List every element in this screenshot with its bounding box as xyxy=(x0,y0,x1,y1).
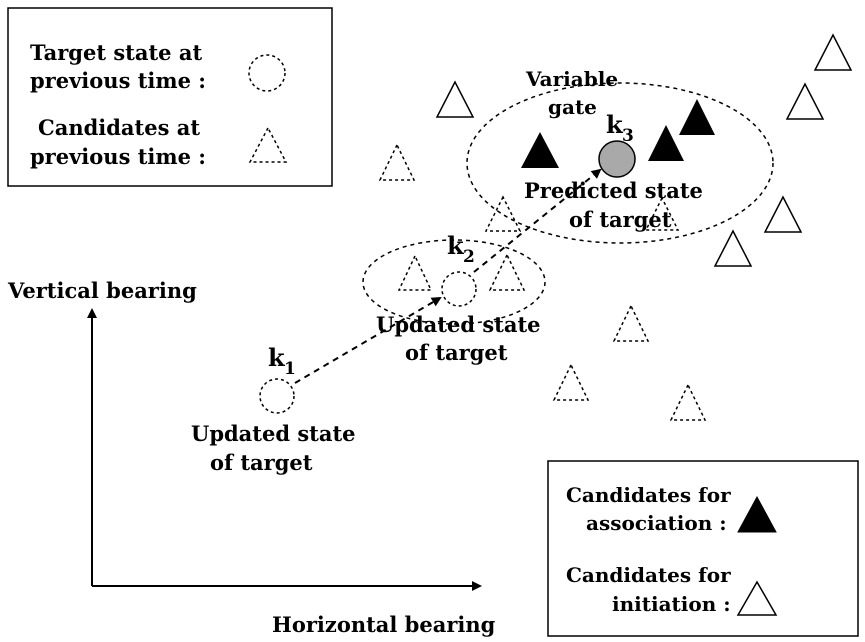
state-k3-predicted-circle xyxy=(598,140,636,178)
state-k2-k-letter: k xyxy=(447,231,465,260)
state-k2-label-line1: Updated state xyxy=(376,312,541,337)
legend-candidates-label-line2: previous time : xyxy=(30,144,206,169)
previous-candidate-triangle xyxy=(669,383,707,421)
state-k2: k 2 Updated state of target xyxy=(376,231,541,365)
association-candidate-triangle xyxy=(679,99,715,135)
state-k1: k 1 Updated state of target xyxy=(191,343,356,475)
state-k2-circle xyxy=(441,271,477,307)
variable-gate-label-line1: Variable xyxy=(525,67,618,91)
association-candidate-triangle xyxy=(648,125,684,161)
previous-candidates xyxy=(378,143,707,421)
previous-candidate-triangle xyxy=(397,254,433,291)
state-k3-label-line1: Predicted state xyxy=(524,178,703,203)
initiation-candidate-triangle xyxy=(713,229,753,267)
state-k2-subscript: 2 xyxy=(463,247,475,267)
state-k1-circle xyxy=(259,378,295,414)
previous-candidate-triangle xyxy=(378,143,416,181)
legend-initiation-label-line2: initiation : xyxy=(612,592,731,616)
state-k1-label-line1: Updated state xyxy=(191,421,356,446)
legend-previous-time: Target state at previous time : Candidat… xyxy=(7,7,333,187)
initiation-candidate-triangle xyxy=(813,33,853,71)
legend-association-label-line1: Candidates for xyxy=(566,483,731,507)
legend-target-circle-icon xyxy=(248,54,286,92)
axes: Vertical bearing Horizontal bearing xyxy=(7,278,496,637)
state-k3: k 3 Predicted state of target xyxy=(524,110,703,232)
association-candidates xyxy=(521,99,715,168)
state-k1-subscript: 1 xyxy=(284,359,296,379)
legend-association-filled-triangle-icon xyxy=(737,495,777,533)
track-path xyxy=(294,168,602,384)
legend-candidate-triangle-icon xyxy=(248,126,288,163)
legend-box-bottom xyxy=(547,460,859,637)
legend-target-label-line2: previous time : xyxy=(30,68,206,93)
state-k3-label-line2: of target xyxy=(569,207,672,232)
initiation-candidates xyxy=(435,33,853,267)
previous-candidate-triangle xyxy=(644,196,680,231)
vertical-axis-label: Vertical bearing xyxy=(7,278,197,303)
previous-candidate-triangle xyxy=(488,253,526,291)
legend-initiation-label-line1: Candidates for xyxy=(566,563,731,587)
previous-candidate-triangle xyxy=(484,195,522,232)
variable-gate-label-line2: gate xyxy=(548,95,597,119)
horizontal-axis-label: Horizontal bearing xyxy=(272,612,496,637)
previous-candidate-triangle xyxy=(612,304,650,342)
legend-association-label-line2: association : xyxy=(586,511,727,535)
state-k3-subscript: 3 xyxy=(622,126,634,146)
previous-candidate-triangle xyxy=(552,363,590,401)
legend-box-top xyxy=(7,7,333,187)
legend-candidates-label-line1: Candidates at xyxy=(38,115,200,140)
initiation-candidate-triangle xyxy=(435,80,475,118)
initiation-candidate-triangle xyxy=(763,195,803,233)
variable-gate-ellipse xyxy=(466,82,774,244)
state-k3-k-letter: k xyxy=(606,110,624,139)
legend-candidates: Candidates for association : Candidates … xyxy=(547,460,859,637)
initiation-candidate-triangle xyxy=(785,82,825,120)
association-candidate-triangle xyxy=(521,132,559,168)
track-arrow-k2-k3 xyxy=(473,168,602,273)
k2-gate-ellipse xyxy=(362,239,546,325)
state-k2-label-line2: of target xyxy=(405,340,508,365)
legend-initiation-open-triangle-icon xyxy=(736,580,778,616)
state-k1-k-letter: k xyxy=(268,343,286,372)
state-k1-label-line2: of target xyxy=(210,450,313,475)
variable-gate: Variable gate xyxy=(466,67,774,244)
legend-target-label-line1: Target state at xyxy=(30,40,202,65)
